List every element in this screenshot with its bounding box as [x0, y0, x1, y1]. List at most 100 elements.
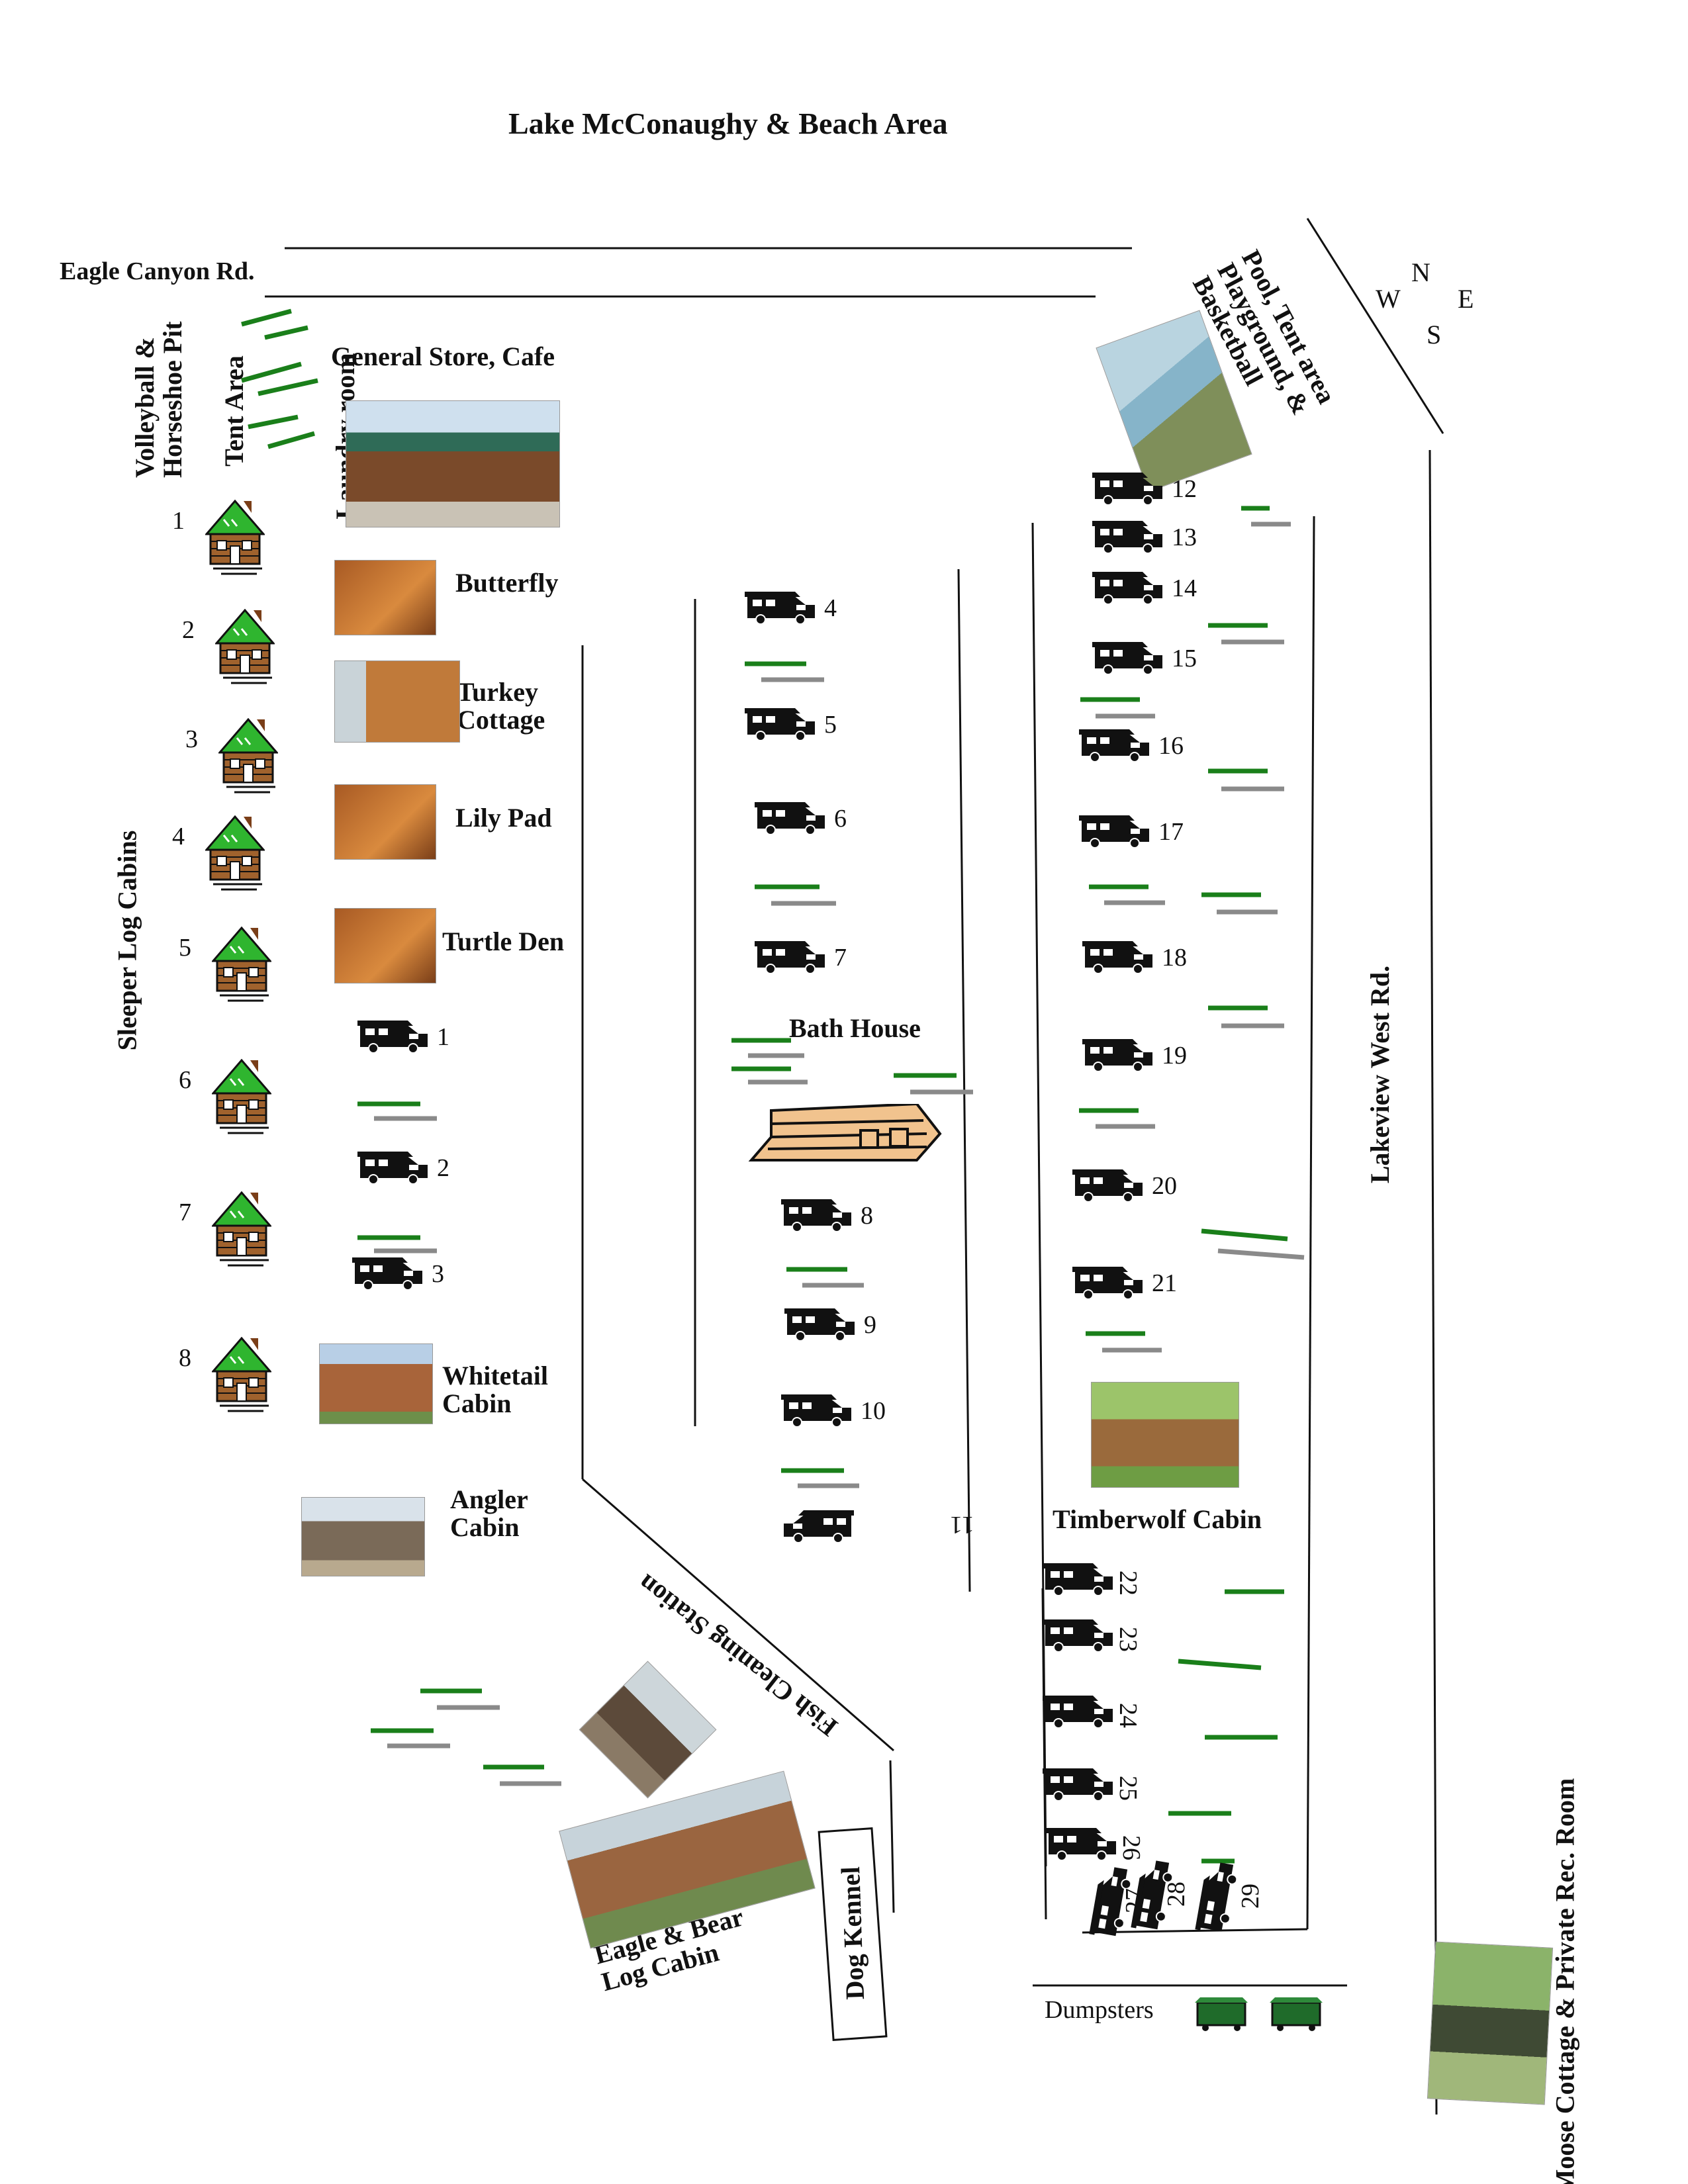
parking-line [1217, 1248, 1305, 1260]
butterfly-photo [334, 560, 436, 635]
rv-site-number: 24 [1114, 1703, 1142, 1728]
bath-house-label: Bath House [789, 1013, 921, 1043]
sleeper-cabin-number: 7 [179, 1199, 191, 1226]
parking-line [267, 431, 315, 449]
rv-site-number: 20 [1152, 1172, 1177, 1200]
log-cabin-icon [204, 815, 266, 895]
rv-icon [781, 1198, 854, 1234]
general-store-label: General Store, Cafe [331, 341, 555, 371]
rv-site-number: 1 [437, 1023, 449, 1051]
rv-icon [1079, 728, 1152, 764]
general-store-photo [346, 400, 560, 527]
sleeper-cabin-number: 3 [185, 725, 198, 753]
sleeper-cabin-number: 4 [172, 823, 185, 850]
cabin-label-turtle: Turtle Den [442, 927, 565, 956]
rv-icon [352, 1256, 425, 1293]
whitetail-cabin-photo [319, 1343, 433, 1424]
sleeper-cabin-number: 6 [179, 1066, 191, 1094]
rv-site-number: 8 [861, 1202, 873, 1230]
road-label-lakeview-west: Lakeview West Rd. [1365, 965, 1395, 1184]
log-cabin-icon [211, 1336, 273, 1416]
bath-house-icon [745, 1102, 943, 1163]
dog-kennel-box [818, 1827, 888, 2042]
rv-icon [1043, 1694, 1115, 1731]
rv-icon [1092, 520, 1165, 556]
rv-site-number: 25 [1114, 1776, 1142, 1801]
rv-icon [1072, 1265, 1145, 1302]
rv-site-number: 15 [1172, 645, 1197, 672]
lily-pad-photo [334, 784, 436, 860]
rv-icon [745, 707, 818, 743]
rv-icon [1043, 1618, 1115, 1655]
log-cabin-icon [214, 608, 276, 688]
dumpsters-label: Dumpsters [1045, 1996, 1154, 2024]
rv-site-number: 18 [1162, 944, 1187, 972]
rv-site-number: 4 [824, 594, 837, 622]
rv-icon [1046, 1827, 1119, 1863]
rv-site-number: 2 [437, 1154, 449, 1182]
map-title: Lake McConaughy & Beach Area [508, 107, 948, 140]
timberwolf-cabin-photo [1091, 1382, 1239, 1488]
road-edge [1306, 218, 1444, 434]
parking-line [241, 361, 302, 383]
compass-w: W [1376, 284, 1401, 314]
rv-icon [1088, 1862, 1136, 1940]
dog-kennel-label: Dog Kennel [835, 1866, 870, 2001]
tent-area-label: Tent Area [218, 355, 249, 467]
rv-icon [1043, 1562, 1115, 1598]
log-cabin-icon [211, 1058, 273, 1138]
compass-e: E [1458, 284, 1474, 314]
rv-icon [755, 940, 827, 976]
rv-icon [781, 1509, 854, 1545]
road-edge [1429, 449, 1438, 2115]
cabin-label-whitetail: Whitetail Cabin [442, 1361, 548, 1418]
rv-site-number: 7 [834, 944, 847, 972]
cabin-label-butterfly: Butterfly [455, 568, 559, 598]
rv-icon [1092, 570, 1165, 607]
rv-site-number: 9 [864, 1311, 876, 1339]
road-edge [1306, 516, 1315, 1930]
rv-icon [1072, 1168, 1145, 1205]
rv-site-number: 29 [1237, 1884, 1264, 1909]
parking-line [1178, 1659, 1262, 1670]
rv-site-number: 28 [1162, 1882, 1190, 1907]
road-edge [1082, 1928, 1308, 1934]
dumpster-icon [1270, 1997, 1323, 2032]
rv-site-number: 19 [1162, 1042, 1187, 1069]
rv-site-number: 12 [1172, 475, 1197, 503]
rv-icon [357, 1019, 430, 1056]
log-cabin-icon [211, 926, 273, 1006]
sleeper-cabins-label: Sleeper Log Cabins [112, 830, 142, 1051]
log-cabin-icon [217, 717, 279, 797]
rv-icon [745, 590, 818, 627]
sleeper-cabin-number: 8 [179, 1344, 191, 1372]
rv-icon [1129, 1856, 1178, 1934]
rv-icon [1082, 1038, 1155, 1074]
rv-icon [1082, 940, 1155, 976]
rv-site-number: 3 [432, 1260, 444, 1288]
rv-site-number: 13 [1172, 523, 1197, 551]
rv-site-number: 10 [861, 1397, 886, 1425]
road-edge [1041, 1588, 1047, 1920]
rv-site-number: 5 [824, 711, 837, 739]
cabin-label-turkey: Turkey Cottage [457, 677, 545, 735]
rv-site-number: 6 [834, 805, 847, 833]
rv-icon [1194, 1858, 1242, 1936]
sleeper-cabin-number: 1 [172, 507, 185, 535]
parking-line [241, 308, 292, 327]
rv-icon [357, 1150, 430, 1187]
road-edge [957, 569, 971, 1592]
road-label-eagle-canyon: Eagle Canyon Rd. [60, 257, 255, 285]
rv-icon [1092, 641, 1165, 677]
rv-site-number: 21 [1152, 1269, 1177, 1297]
rv-icon [1092, 471, 1165, 508]
parking-marks [241, 308, 1305, 1864]
rv-site-number: 11 [950, 1511, 974, 1539]
dumpster-icon [1195, 1997, 1248, 2032]
compass-s: S [1427, 320, 1442, 349]
road-edge [582, 1478, 894, 1752]
rv-icon [781, 1393, 854, 1430]
log-cabin-icon [211, 1191, 273, 1271]
